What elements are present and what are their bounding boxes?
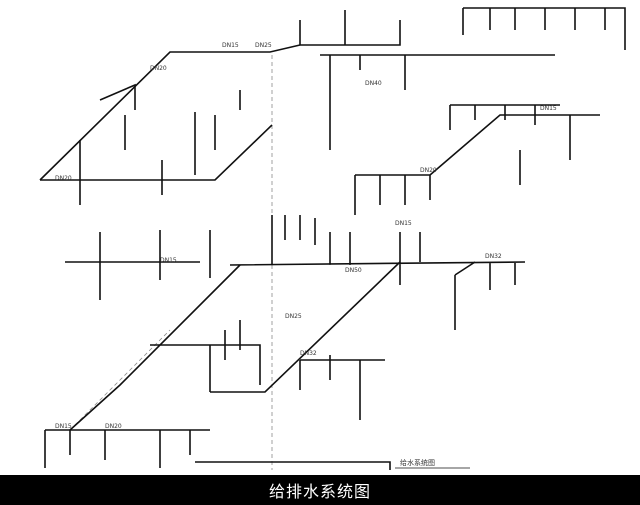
- pipe-run-right-loop: [354, 114, 600, 215]
- pipe-label-dn15-a: DN15: [222, 42, 239, 49]
- pipe-label-dn40-a: DN40: [365, 80, 382, 87]
- pipe-label-dn20-d: DN20: [105, 423, 122, 430]
- pipe-label-dn50-a: DN50: [345, 267, 362, 274]
- pipe-run-lower-center: [150, 320, 261, 392]
- pipe-run-right-upper: [449, 104, 571, 185]
- pipe-label-dn25-a: DN25: [255, 42, 272, 49]
- pipe-run-top-mid: [320, 54, 555, 150]
- caption-text: 给排水系统图: [268, 482, 371, 501]
- drawing-area: DN20 DN15 DN25 DN40 DN15 DN20 DN32 DN50 …: [0, 0, 640, 475]
- pipe-run-lower-right: [299, 261, 476, 420]
- pipe-run-top-right: [462, 7, 626, 50]
- pipe-run-upper-left-bottom: [40, 124, 273, 181]
- pipe-run-upper-left: [39, 44, 301, 181]
- pipe-run-middle-left: [65, 230, 211, 300]
- pipe-label-dn15-d: DN15: [55, 423, 72, 430]
- pipe-run-middle-right: [229, 232, 526, 290]
- pipe-label-dn32-b: DN32: [300, 350, 317, 357]
- diagram-title-block: 给水系统图: [395, 458, 470, 469]
- pipe-trunk-diagonal-right: [210, 261, 401, 393]
- pipe-run-top-center: [299, 10, 401, 46]
- pipe-run-bottom-left: [44, 429, 210, 468]
- pipe-network: [39, 7, 626, 470]
- dashed-axis-diagonal: [69, 329, 171, 431]
- piping-system-diagram: DN20 DN15 DN25 DN40 DN15 DN20 DN32 DN50 …: [39, 7, 626, 470]
- pipe-run-main-riser: [271, 215, 316, 265]
- diagram-title: 给水系统图: [400, 458, 435, 467]
- pipe-label-dn15-b: DN15: [540, 105, 557, 112]
- pipe-label-dn15-e: DN15: [395, 220, 412, 227]
- caption-bar: 给排水系统图: [0, 475, 640, 505]
- reference-dashed-lines: [69, 55, 273, 470]
- pipe-label-dn15-c: DN15: [160, 257, 177, 264]
- pipe-run-bottom-center: [195, 461, 391, 470]
- pipe-label-dn20-b: DN20: [420, 167, 437, 174]
- pipe-size-labels: DN20 DN15 DN25 DN40 DN15 DN20 DN32 DN50 …: [55, 42, 557, 430]
- pipe-label-dn20-a: DN20: [150, 65, 167, 72]
- pipe-label-dn32-a: DN32: [485, 253, 502, 260]
- pipe-label-dn25-b: DN25: [285, 313, 302, 320]
- pipe-trunk-diagonal-left: [69, 264, 241, 431]
- pipe-label-dn20-c: DN20: [55, 175, 72, 182]
- pipe-run-upper-left-branch: [79, 83, 241, 205]
